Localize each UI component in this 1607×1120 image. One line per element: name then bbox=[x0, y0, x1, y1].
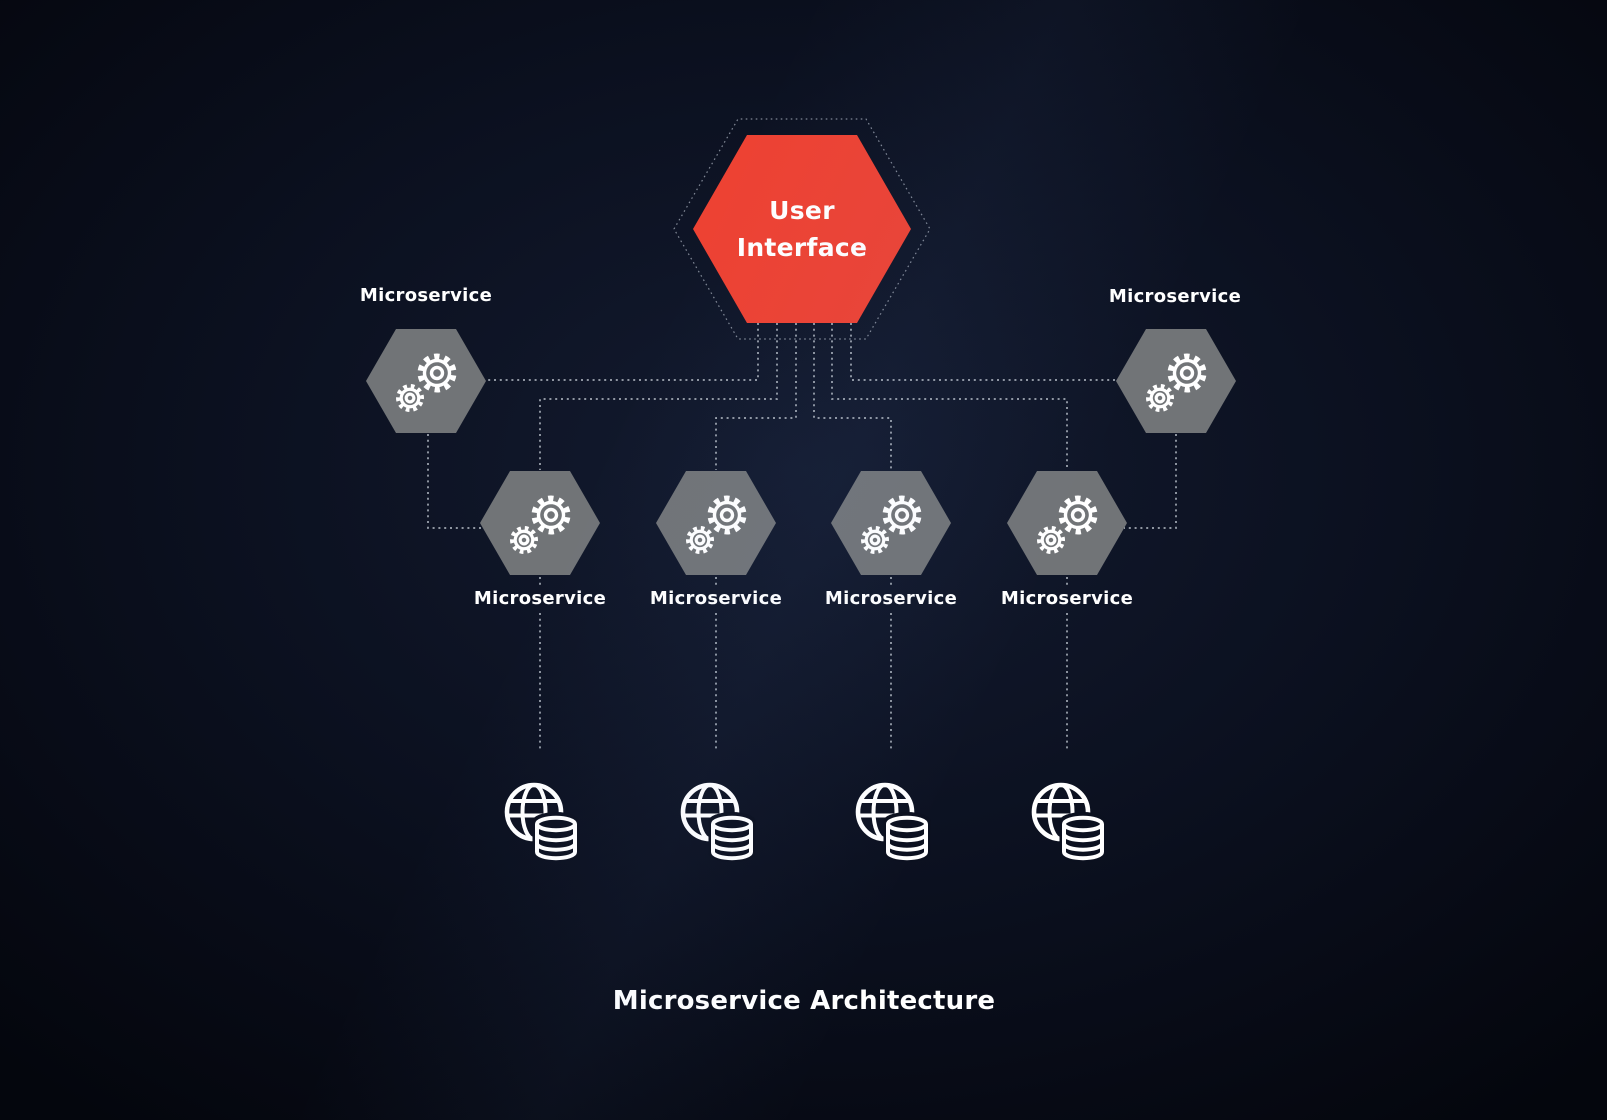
globe-database-icon bbox=[858, 785, 931, 862]
globe-database-icon bbox=[1034, 785, 1107, 862]
user-interface-hexagon bbox=[693, 135, 911, 323]
connector-line bbox=[427, 434, 483, 529]
connector-line bbox=[486, 323, 759, 381]
globe-database-icon bbox=[683, 785, 756, 862]
diagram-title: Microservice Architecture bbox=[612, 986, 996, 1016]
user-interface-label-line1: User bbox=[769, 196, 835, 225]
connector-line bbox=[539, 323, 778, 470]
connector-line bbox=[715, 323, 797, 470]
user-interface-label: User Interface bbox=[737, 192, 868, 266]
connector-line bbox=[850, 323, 1116, 381]
user-interface-label-line2: Interface bbox=[736, 233, 868, 262]
globe-database-icon bbox=[507, 785, 580, 862]
service-label-row-3: Microservice bbox=[824, 588, 958, 609]
service-label-upper-right: Microservice bbox=[1108, 286, 1242, 307]
connector-line bbox=[831, 323, 1068, 470]
connector-line bbox=[813, 323, 892, 470]
service-label-upper-left: Microservice bbox=[359, 285, 493, 306]
service-label-row-4: Microservice bbox=[1000, 588, 1134, 609]
service-label-row-2: Microservice bbox=[649, 588, 783, 609]
connector-line bbox=[1124, 434, 1177, 529]
service-label-row-1: Microservice bbox=[473, 588, 607, 609]
